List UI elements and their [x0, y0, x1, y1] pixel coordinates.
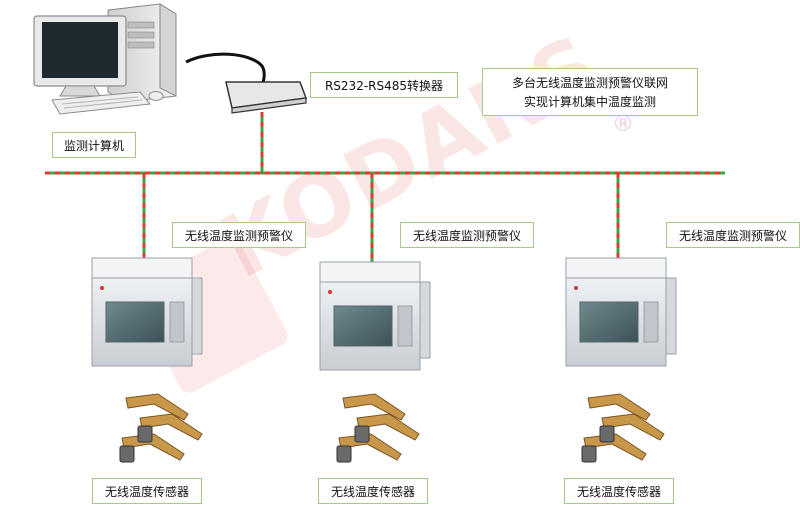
registered-mark: ® — [612, 112, 634, 137]
sensor-label-1: 无线温度传感器 — [92, 478, 202, 504]
sensor-label-3: 无线温度传感器 — [564, 478, 674, 504]
wireless-sensor-icon — [119, 393, 665, 463]
sensor-label-2: 无线温度传感器 — [318, 478, 428, 504]
rs232-rs485-converter-icon — [185, 52, 308, 114]
network-note-line-2: 实现计算机集中温度监测 — [523, 95, 656, 109]
network-note-label: 多台无线温度监测预警仪联网 实现计算机集中温度监测 — [482, 68, 698, 116]
computer-label: 监测计算机 — [52, 132, 136, 158]
monitor-label-2: 无线温度监测预警仪 — [400, 222, 534, 248]
converter-label: RS232-RS485转换器 — [310, 72, 458, 98]
monitor-label-3: 无线温度监测预警仪 — [666, 222, 800, 248]
desktop-computer-icon — [33, 3, 177, 115]
network-note-line-1: 多台无线温度监测预警仪联网 — [511, 76, 668, 90]
temperature-monitor-device-icon — [91, 257, 677, 371]
monitor-label-1: 无线温度监测预警仪 — [172, 222, 306, 248]
